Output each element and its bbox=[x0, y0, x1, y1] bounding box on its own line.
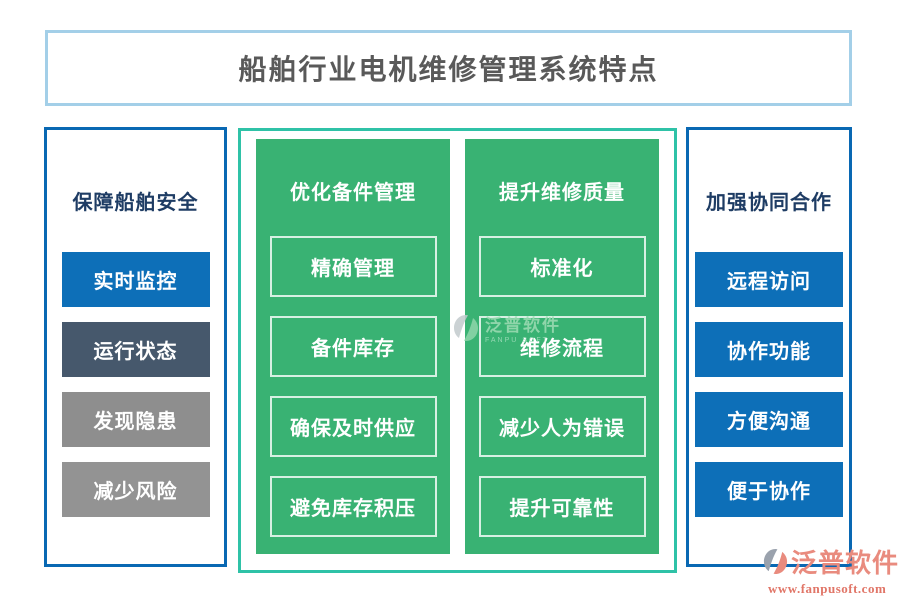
list-item: 标准化 bbox=[478, 236, 646, 297]
right-panel-header: 加强协同合作 bbox=[706, 192, 832, 214]
left-panel-items: 实时监控 运行状态 发现隐患 减少风险 bbox=[47, 252, 224, 517]
list-item: 精确管理 bbox=[269, 236, 437, 297]
list-item: 远程访问 bbox=[695, 252, 843, 307]
page-title: 船舶行业电机维修管理系统特点 bbox=[238, 54, 659, 85]
fanpu-logo: 泛普软件 www.fanpusoft.com bbox=[762, 548, 899, 597]
logo-brand-name: 泛普软件 bbox=[791, 549, 900, 578]
list-item: 便于协作 bbox=[695, 462, 843, 517]
list-item: 维修流程 bbox=[478, 316, 646, 377]
green-column-items: 精确管理 备件库存 确保及时供应 避免库存积压 bbox=[269, 236, 437, 537]
list-item: 减少风险 bbox=[61, 462, 210, 517]
list-item: 协作功能 bbox=[695, 322, 843, 377]
list-item: 避免库存积压 bbox=[269, 476, 437, 537]
center-panel: 优化备件管理 精确管理 备件库存 确保及时供应 避免库存积压 提升维修质量 标准… bbox=[238, 128, 677, 573]
green-column-spare-parts: 优化备件管理 精确管理 备件库存 确保及时供应 避免库存积压 bbox=[256, 139, 450, 554]
left-panel-header: 保障船舶安全 bbox=[72, 192, 199, 214]
list-item: 方便沟通 bbox=[695, 392, 843, 447]
green-column-items: 标准化 维修流程 减少人为错误 提升可靠性 bbox=[478, 236, 646, 537]
green-column-header: 提升维修质量 bbox=[499, 182, 625, 204]
title-box: 船舶行业电机维修管理系统特点 bbox=[45, 30, 852, 106]
left-panel: 保障船舶安全 实时监控 运行状态 发现隐患 减少风险 bbox=[44, 127, 227, 567]
list-item: 备件库存 bbox=[269, 316, 437, 377]
list-item: 实时监控 bbox=[61, 252, 210, 307]
green-column-header: 优化备件管理 bbox=[290, 182, 416, 204]
list-item: 确保及时供应 bbox=[269, 396, 437, 457]
list-item: 发现隐患 bbox=[61, 392, 210, 447]
right-panel: 加强协同合作 远程访问 协作功能 方便沟通 便于协作 bbox=[686, 127, 852, 567]
right-panel-items: 远程访问 协作功能 方便沟通 便于协作 bbox=[689, 252, 849, 517]
logo-website-url: www.fanpusoft.com bbox=[768, 581, 887, 596]
list-item: 减少人为错误 bbox=[478, 396, 646, 457]
list-item: 提升可靠性 bbox=[478, 476, 646, 537]
green-column-repair-quality: 提升维修质量 标准化 维修流程 减少人为错误 提升可靠性 bbox=[465, 139, 659, 554]
list-item: 运行状态 bbox=[61, 322, 210, 377]
fanpu-swoosh-icon bbox=[762, 548, 789, 580]
